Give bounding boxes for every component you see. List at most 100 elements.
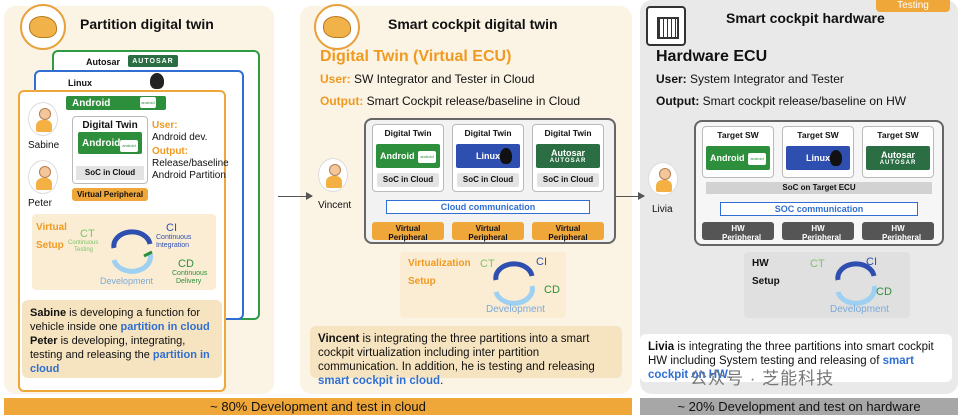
v-cd-label: CD [544,284,560,296]
col2-description: Vincent is integrating the three partiti… [310,326,622,387]
cd-sub-1: Continuous [172,270,208,277]
card-soc: SoC in Cloud [457,173,519,187]
cd-sub-2: Delivery [176,278,202,285]
col3-output-value: Smart cockpit release/baseline on HW [699,94,907,108]
col3-output-label: Output: [656,94,700,108]
cloud-share-bar: ~ 80% Development and test in cloud [4,398,632,415]
desc-text: is integrating the three partitions into… [648,341,934,367]
v-setup-label-1: Virtualization [408,258,471,269]
twin-android-badge: android [120,140,138,152]
peter-label: Peter [28,198,52,209]
desc-text-2: is developing, integrating, testing and … [30,335,186,361]
col2-output-label: Output: [320,94,364,108]
chip-icon [646,6,686,46]
testing-tag: Testing [876,0,950,12]
col3-user: User: System Integrator and Tester [656,72,844,86]
virtual-peripheral-1: Virtual Peripheral [372,222,444,242]
card-android-badge: android [418,151,436,163]
col2-user-value: SW Integrator and Tester in Cloud [350,72,535,86]
devops-cycle-icon [835,261,877,306]
col2-heading: Digital Twin (Virtual ECU) [320,48,512,65]
setup-label-2: Setup [36,240,64,251]
card-title: Target SW [797,130,839,140]
desc-name-peter: Peter [30,335,58,347]
hw-setup-label-1: HW [752,258,769,269]
autosar-logo: AUTOSAR [549,158,587,164]
flow-arrow-2 [616,192,645,200]
col2-output: Output: Smart Cockpit release/baseline i… [320,94,580,108]
hw-ct-label: CT [810,258,825,270]
autosar-text: Autosar [550,148,585,158]
col2-user-label: User: [320,72,351,86]
hw-setup-label-2: Setup [752,276,780,287]
twin-soc-label: SoC in Cloud [76,166,144,180]
desc-name-livia: Livia [648,341,675,353]
linux-layer-label: Linux [68,78,92,88]
v-setup-label-2: Setup [408,276,436,287]
autosar-text: Autosar [880,150,915,160]
desc-highlight: smart cockpit on HW [648,355,914,381]
card-title: Digital Twin [464,128,512,138]
desc-highlight-1: partition in cloud [120,321,210,333]
soc-communication-bus: SOC communication [720,202,918,216]
android-badge-icon: android [140,97,156,108]
sabine-label: Sabine [28,140,60,151]
v-dev-label: Development [486,304,545,315]
virtualization-setup-box [400,252,566,318]
desc-end: . [727,369,732,381]
col2-output-value: Smart Cockpit release/baseline in Cloud [363,94,581,108]
hw-cd-label: CD [876,286,892,298]
card-soc: SoC in Cloud [537,173,599,187]
sabine-avatar [28,102,58,136]
col1-output-value-1: Release/baseline [152,158,229,169]
watermark: 公众号 · 芝能科技 [690,369,835,388]
virtual-peripheral-2: Virtual Peripheral [452,222,524,242]
soc-target-ecu: SoC on Target ECU [706,182,932,194]
cloud-communication-bus: Cloud communication [386,200,590,214]
desc-text-1: is developing a function for vehicle ins… [30,307,200,333]
hw-peripheral-1: HW Peripheral [702,222,774,242]
desc-text: is integrating the three partitions into… [318,333,595,373]
col2-user: User: SW Integrator and Tester in Cloud [320,72,535,86]
col1-output-value-2: Android Partition [152,170,226,181]
target-android-badge: android [748,153,766,165]
autosar-layer-label: Autosar [86,57,121,67]
peter-avatar [28,160,58,194]
ct-sub-1: Continuous [68,240,99,246]
col1-user-value: Android dev. [152,132,208,143]
vincent-avatar [318,158,348,192]
card-title: Digital Twin [544,128,592,138]
col3-heading: Hardware ECU [656,48,768,65]
v-ct-label: CT [480,258,495,270]
vincent-label: Vincent [318,200,352,211]
virtual-peripheral-pill: Virtual Peripheral [72,188,148,201]
cloud-cockpit-icon [314,4,360,50]
autosar-logo: AUTOSAR [879,160,917,166]
cd-label: CD [178,258,194,270]
livia-avatar [648,162,678,196]
hw-setup-box [744,252,910,318]
col1-output-label: Output: [152,146,189,157]
hw-ci-label: CI [866,256,877,268]
col1-description: Sabine is developing a function for vehi… [22,300,222,378]
hw-peripheral-2: HW Peripheral [782,222,854,242]
col2-title: Smart cockpit digital twin [388,16,558,32]
devops-cycle-icon [111,229,153,274]
dev-label: Development [100,276,154,286]
desc-name-vincent: Vincent [318,333,360,345]
twin-card-title: Digital Twin [82,120,138,131]
desc-name-sabine: Sabine [30,307,67,319]
ct-sub-2: Testing [74,247,94,253]
devops-cycle-icon [493,261,535,306]
setup-label-1: Virtual [36,222,67,233]
col3-user-label: User: [656,72,687,86]
ci-label: CI [166,222,177,234]
autosar-logo: AUTOSAR [128,55,178,67]
flow-arrow-1 [278,192,313,200]
hardware-share-bar: ~ 20% Development and test on hardware [640,398,958,415]
cloud-twin-icon [20,4,66,50]
tux-icon [500,148,512,164]
ci-sub-1: Continuous [156,234,192,241]
